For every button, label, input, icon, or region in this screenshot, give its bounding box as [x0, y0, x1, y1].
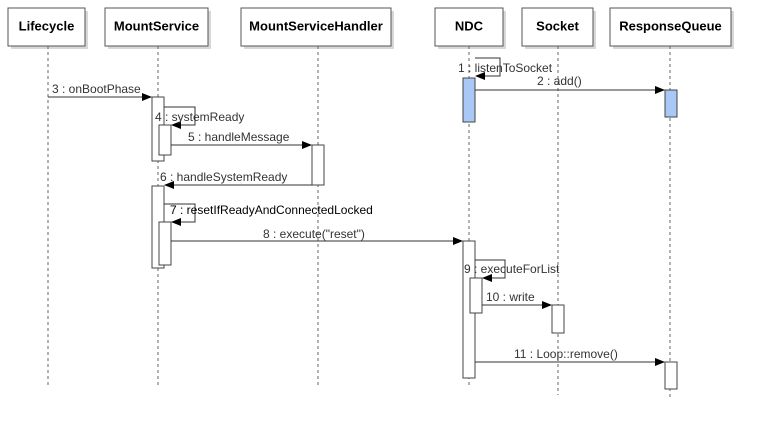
lifeline-title: Lifecycle	[19, 18, 75, 33]
message-11: 11 : Loop::remove()	[475, 347, 665, 366]
message-label: 6 : handleSystemReady	[160, 170, 287, 184]
lifeline-box	[609, 7, 732, 47]
lifeline-socket: Socket	[521, 7, 596, 395]
lifeline-box	[104, 7, 209, 47]
activation-handler-handlemessage	[311, 144, 325, 186]
lifeline-title: ResponseQueue	[619, 18, 722, 33]
message-arrow	[164, 106, 196, 129]
activation-mountservice-reset	[158, 221, 172, 266]
lifeline-title: Socket	[536, 18, 579, 33]
message-4: 4 : systemReady	[155, 106, 244, 129]
message-label: 3 : onBootPhase	[52, 82, 141, 96]
message-label: 11 : Loop::remove()	[514, 347, 618, 361]
message-label: 7 : resetIfReadyAndConnectedLocked	[170, 203, 373, 217]
message-label: 4 : systemReady	[155, 110, 244, 124]
message-7: 7 : resetIfReadyAndConnectedLocked	[164, 203, 373, 226]
lifeline-title: NDC	[455, 18, 484, 33]
activation-responsequeue-add	[664, 89, 678, 118]
message-arrow	[164, 203, 196, 226]
message-label: 9 : executeForList	[464, 262, 560, 276]
lifeline-box	[434, 7, 504, 47]
lifeline-lifecycle: Lifecycle	[7, 7, 88, 385]
message-8: 8 : execute("reset")	[171, 227, 463, 245]
lifeline-ndc: NDC	[434, 7, 506, 385]
message-arrow	[475, 259, 506, 282]
lifeline-box	[240, 7, 392, 47]
lifeline-responsequeue: ResponseQueue	[609, 7, 734, 400]
message-arrow	[475, 57, 501, 80]
message-2: 2 : add()	[475, 74, 665, 94]
message-label: 1 : listenToSocket	[458, 61, 553, 75]
message-1: 1 : listenToSocket	[458, 57, 553, 80]
lifeline-box	[7, 7, 86, 47]
message-9: 9 : executeForList	[464, 259, 560, 282]
lifeline-title: MountServiceHandler	[249, 18, 383, 33]
activation-ndc-executeforlist	[469, 277, 483, 314]
activation-mountservice-systemready	[158, 124, 172, 156]
lifeline-box	[521, 7, 594, 47]
message-label: 10 : write	[486, 290, 535, 304]
message-3: 3 : onBootPhase	[48, 82, 152, 101]
message-label: 8 : execute("reset")	[263, 227, 365, 241]
activation-socket-write	[551, 304, 565, 334]
lifeline-handler: MountServiceHandler	[240, 7, 394, 385]
message-label: 5 : handleMessage	[188, 130, 290, 144]
message-6: 6 : handleSystemReady	[160, 170, 312, 189]
activation-responsequeue-remove	[664, 361, 678, 390]
message-label: 2 : add()	[537, 74, 582, 88]
lifeline-title: MountService	[114, 18, 199, 33]
message-5: 5 : handleMessage	[171, 130, 312, 149]
message-10: 10 : write	[482, 290, 552, 309]
activation-ndc-listen	[462, 77, 476, 123]
